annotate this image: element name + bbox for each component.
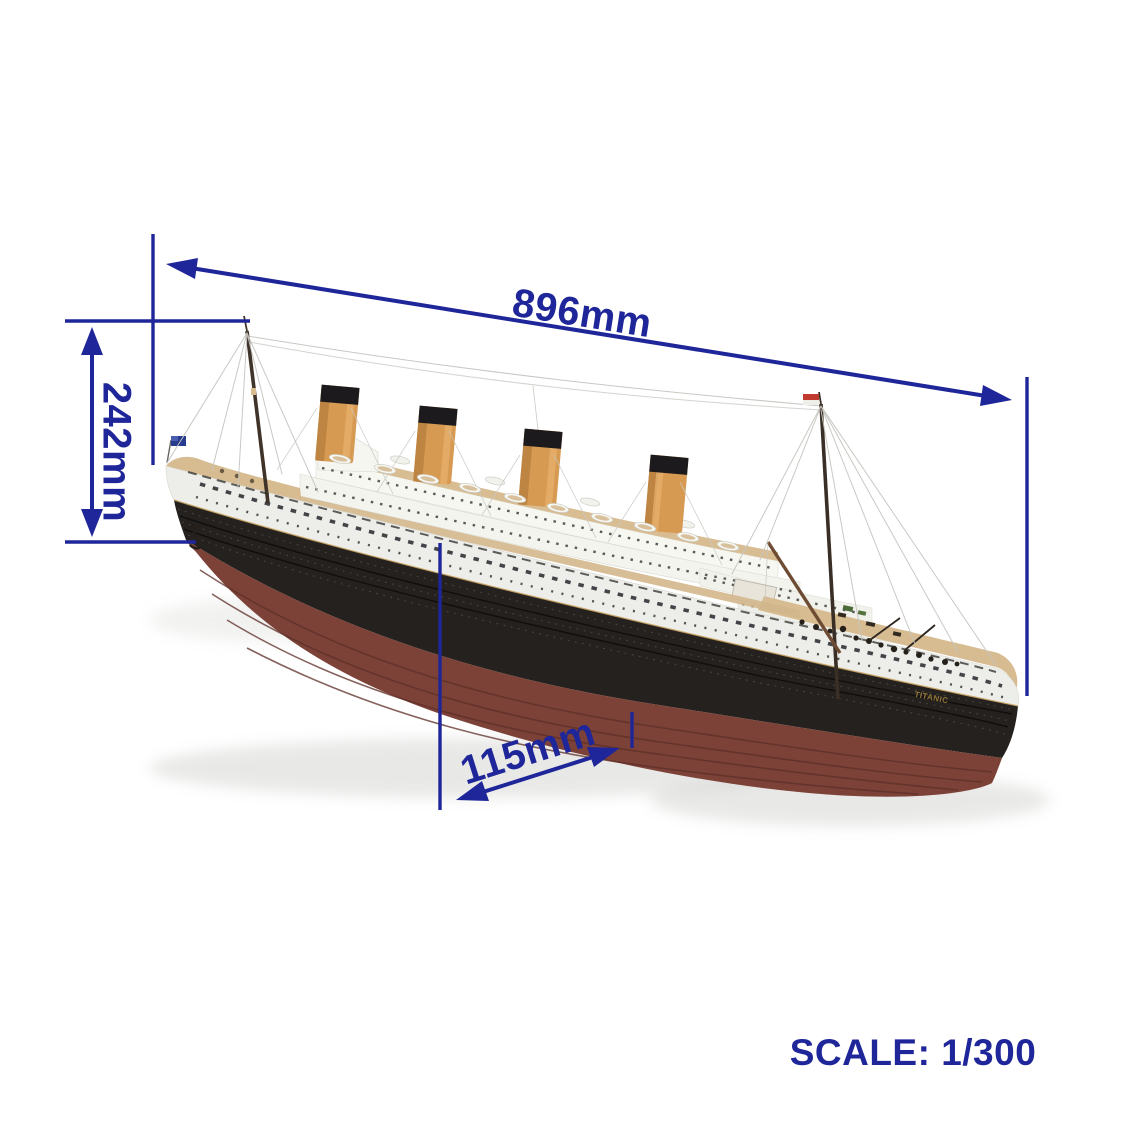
dimension-annotations (65, 234, 1029, 810)
gold-sheer-stripe (173, 499, 1019, 707)
beam-dimension (438, 543, 634, 810)
arrowhead-up-icon (81, 327, 103, 355)
lifeboats-near-row (328, 454, 740, 551)
black-band-rivet-lines (177, 508, 1015, 735)
superstructure-lower-deck (299, 473, 801, 603)
length-dimension-line (190, 266, 987, 398)
arrowhead-right-icon (980, 385, 1012, 406)
hull: TITANIC (165, 465, 1019, 797)
side-deck-strip (300, 496, 800, 618)
mainmast (819, 403, 840, 700)
arrowhead-down-left-icon (456, 781, 489, 801)
foremast-topmast (243, 315, 248, 332)
funnel-2 (413, 405, 458, 485)
stern-deck-equipment (799, 605, 960, 667)
crows-nest (251, 388, 256, 395)
arrowhead-left-icon (166, 258, 198, 279)
foremast (245, 330, 270, 504)
stern-deck (758, 596, 1018, 690)
lifeboat-covers (332, 456, 736, 549)
scale-label: SCALE: 1/300 (789, 1032, 1037, 1073)
standing-rigging (166, 332, 997, 666)
black-band-plank-lines (179, 515, 1013, 728)
funnel-4 (644, 454, 689, 534)
lifeboats-far-row (389, 455, 696, 529)
funnel-1 (315, 384, 360, 464)
arrowhead-down-icon (81, 509, 103, 537)
height-dimension (65, 319, 250, 544)
hull-window-rows (187, 471, 1007, 700)
mainmast-flag (803, 394, 819, 405)
beam-dimension-line (482, 755, 594, 794)
funnel-stays (276, 407, 723, 566)
cargo-boom (766, 541, 842, 654)
hull-red-band (186, 540, 1002, 797)
mainmast-topmast (818, 391, 822, 405)
funnels (276, 384, 723, 566)
length-dimension (151, 234, 1029, 696)
forecastle-equipment (219, 468, 255, 484)
bow-flag (166, 436, 186, 464)
masts-and-rigging (166, 315, 997, 700)
hull-black-band (174, 500, 1018, 758)
height-dimension-label: 242mm (94, 381, 139, 523)
arrowhead-up-right-icon (587, 747, 620, 767)
funnel-3 (518, 428, 563, 508)
red-band-plank-lines (199, 569, 993, 795)
ship: TITANIC (165, 315, 1019, 797)
